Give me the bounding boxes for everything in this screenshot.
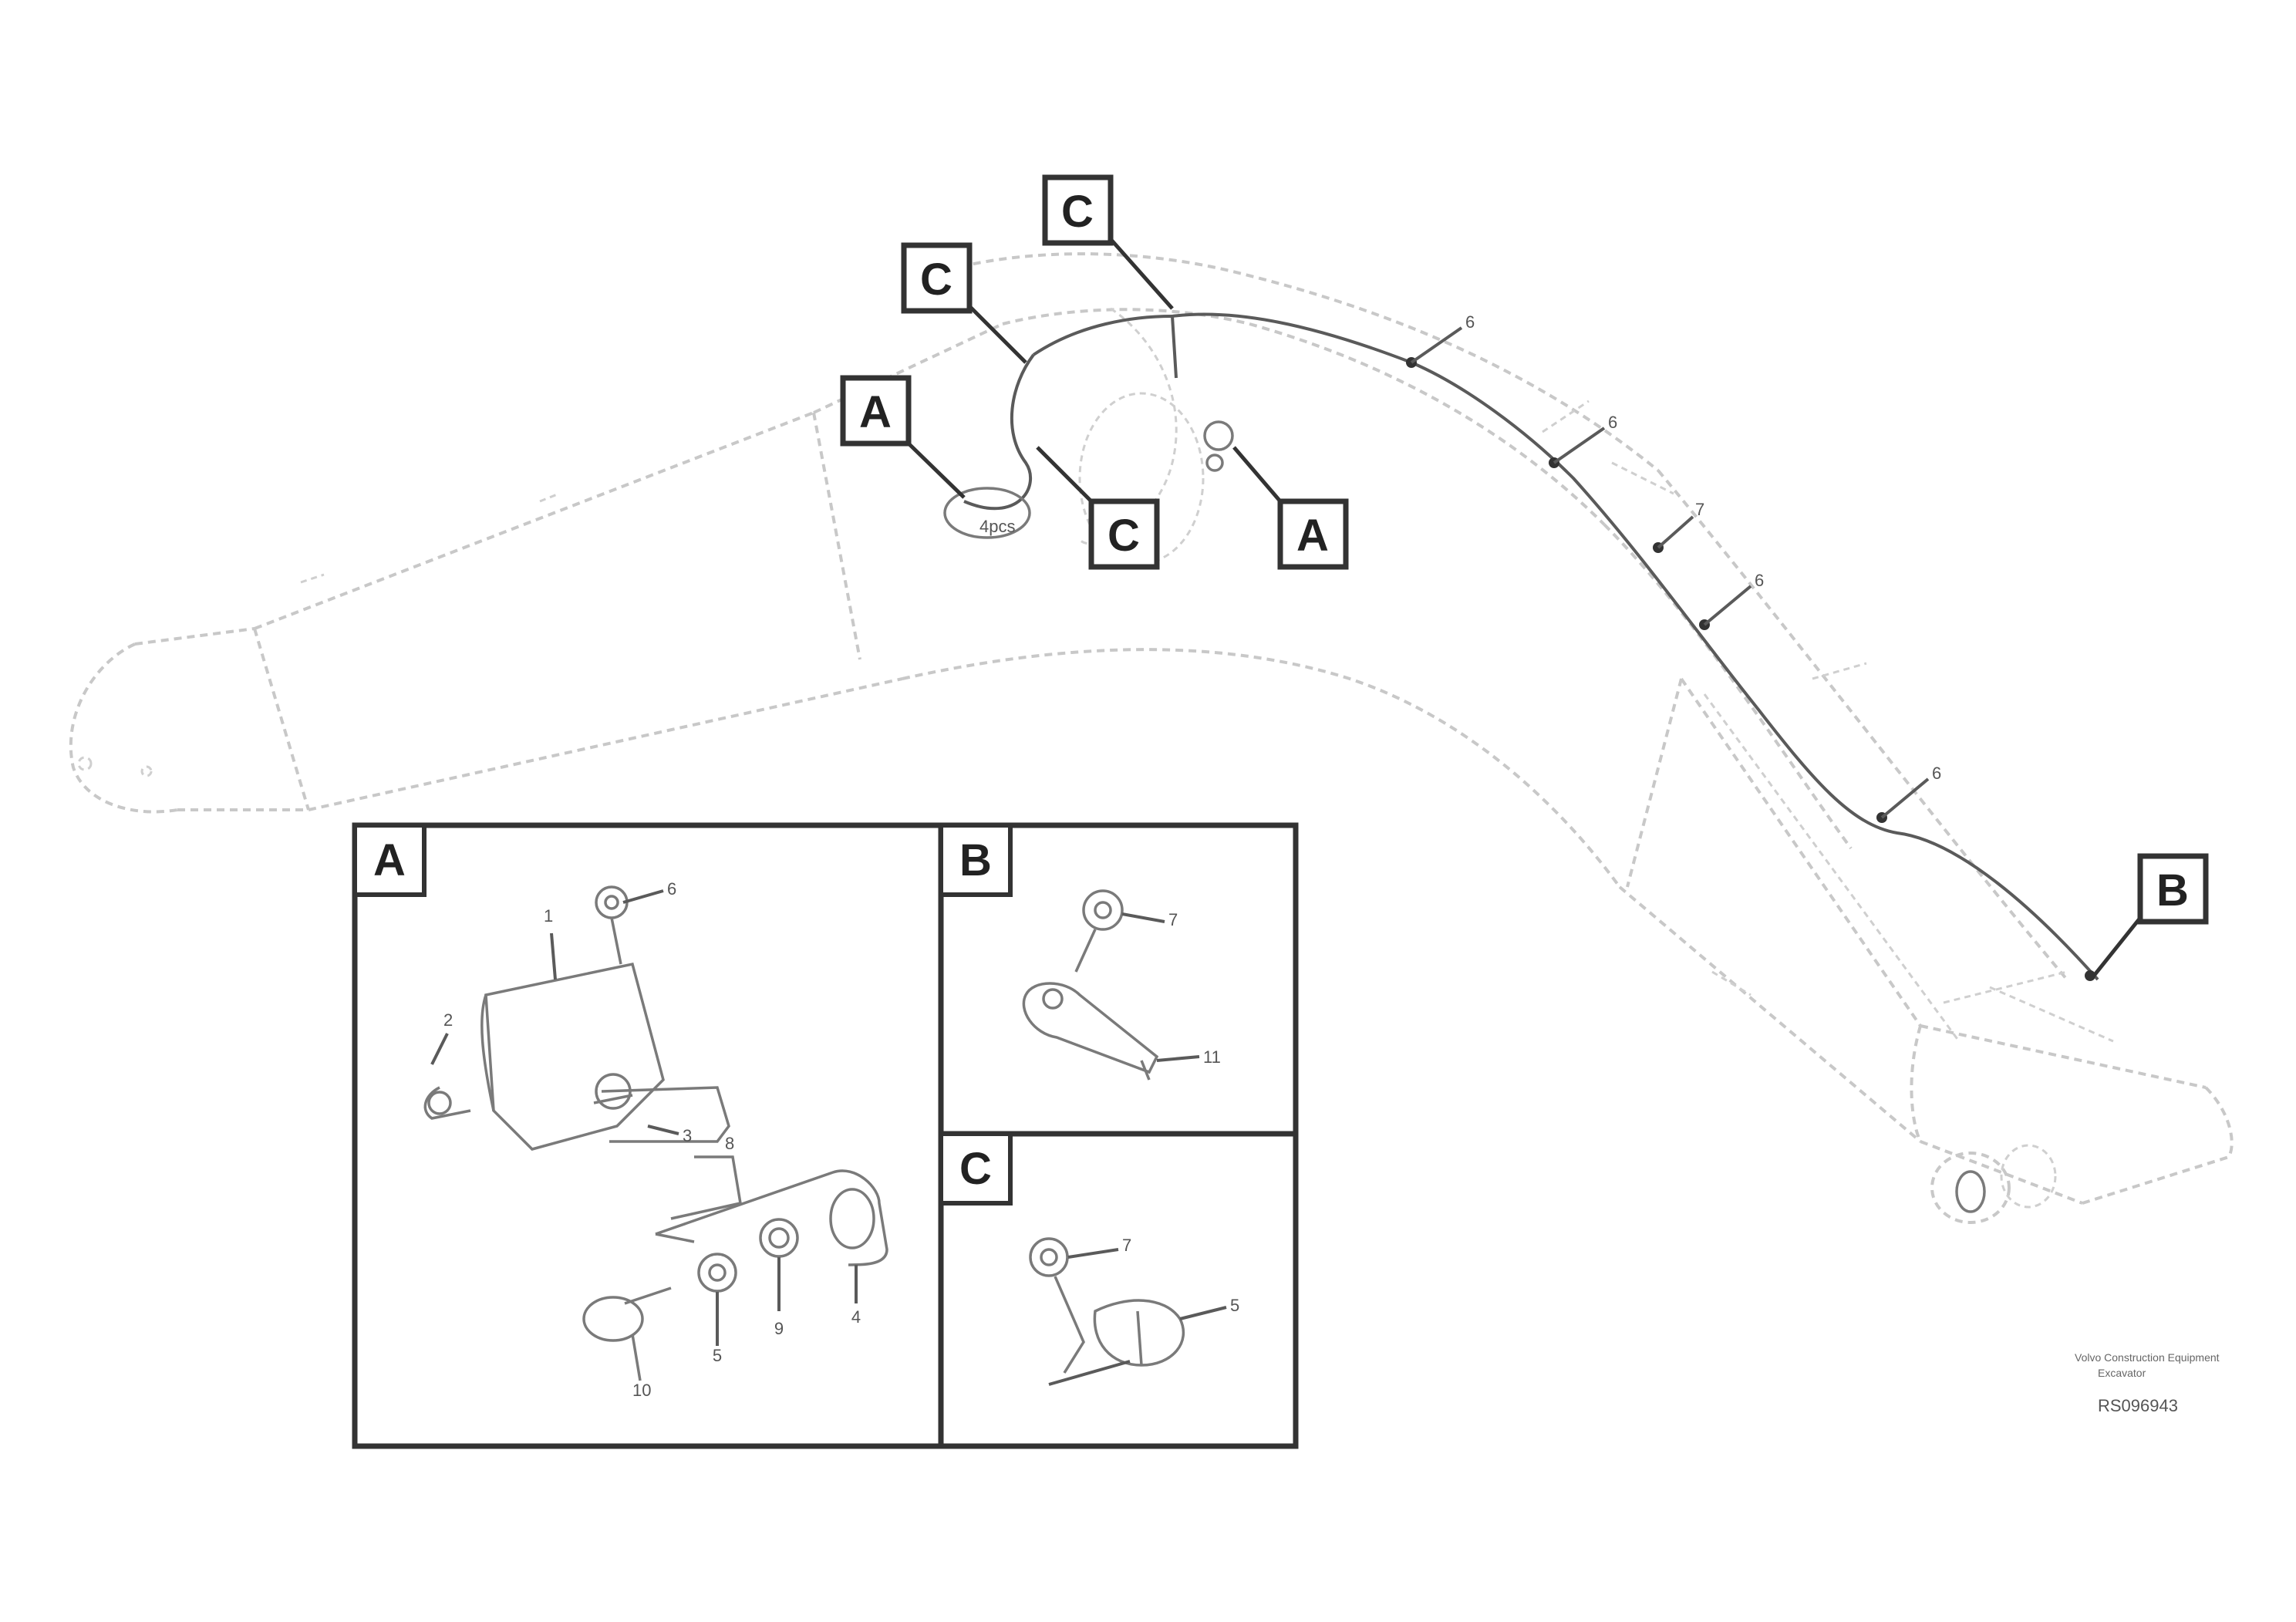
drawing-code: RS096943	[2098, 1396, 2178, 1415]
harness-number: 6	[1932, 764, 1941, 783]
junction-component: 4pcs	[943, 392, 1234, 565]
callout-b-right: B	[2092, 853, 2209, 977]
callout-c-left: C	[901, 242, 1027, 364]
callout-label: A	[859, 387, 892, 437]
harness-number: 6	[1755, 571, 1764, 590]
harness-number: 7	[1695, 500, 1704, 519]
part-number: 9	[774, 1319, 784, 1338]
callout-label: C	[1061, 187, 1094, 237]
part-number: 7	[1122, 1236, 1131, 1255]
panel-label: B	[959, 835, 992, 885]
detail-panel-a: A 1 6 2 3	[352, 822, 944, 1449]
callout-label: A	[1296, 511, 1329, 561]
callout-label: C	[1108, 511, 1140, 561]
part-number: 6	[667, 879, 676, 899]
part-number: 1	[544, 906, 553, 926]
harness-clip	[2085, 970, 2095, 981]
part-number: 2	[443, 1010, 453, 1030]
callout-label: B	[2156, 865, 2189, 916]
harness-number: 6	[1608, 413, 1617, 432]
harness-number: 6	[1465, 312, 1475, 332]
part-number: 5	[1230, 1296, 1239, 1315]
footer-line-2: Excavator	[2098, 1367, 2146, 1379]
panel-label: C	[959, 1144, 992, 1194]
drawing-reference: Volvo Construction Equipment Excavator R…	[2075, 1351, 2220, 1415]
footer-line-1: Volvo Construction Equipment	[2075, 1351, 2220, 1364]
callout-a-right: A	[1232, 446, 1349, 570]
detail-panel-b: B 7 11	[938, 822, 1299, 1137]
panel-label: A	[373, 835, 406, 885]
part-number: 8	[725, 1134, 734, 1153]
callout-a-left: A	[840, 375, 966, 499]
part-number: 4	[851, 1307, 861, 1327]
part-number: 5	[713, 1346, 722, 1365]
part-number: 10	[632, 1381, 651, 1400]
wiring-harness: 6 6 7 6 6	[963, 312, 2099, 981]
part-number: 7	[1168, 910, 1178, 929]
callout-c-low: C	[1036, 446, 1160, 570]
boom-outline	[69, 252, 2234, 1224]
callout-label: C	[920, 255, 952, 305]
detail-panel-c: C 7 5	[938, 1131, 1299, 1449]
callout-c-top: C	[1042, 174, 1174, 310]
part-number: 3	[683, 1126, 692, 1145]
component-quantity: 4pcs	[979, 517, 1015, 536]
part-number: 11	[1203, 1047, 1221, 1067]
